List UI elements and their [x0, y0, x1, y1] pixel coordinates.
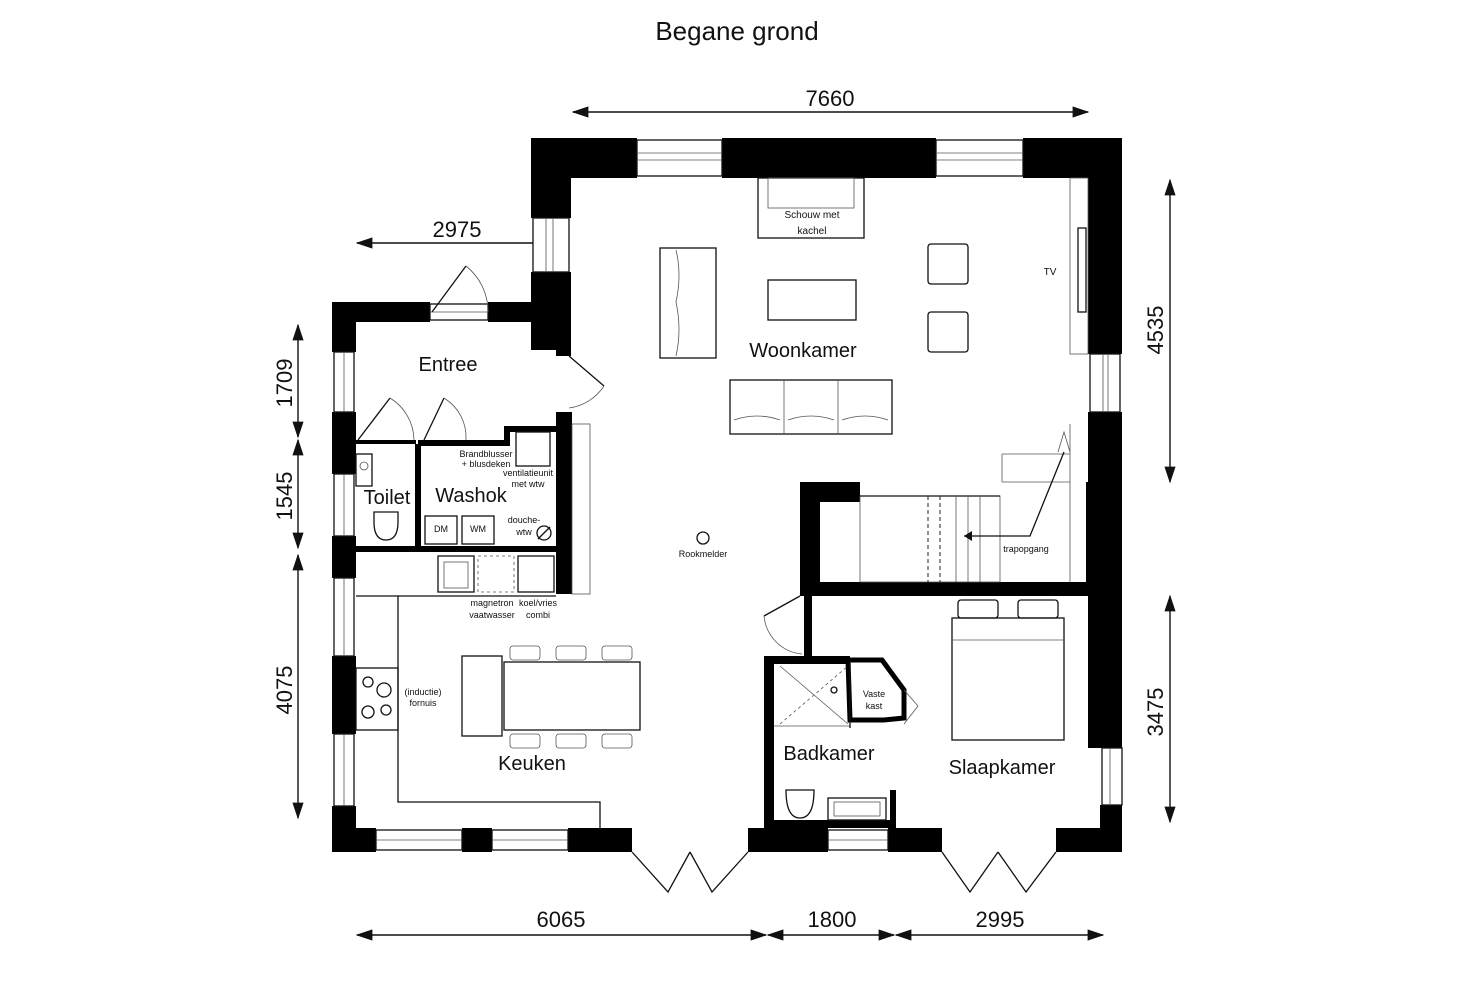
woonkamer-furniture [659, 177, 1089, 545]
label-schouw-2: kachel [798, 226, 827, 237]
label-ventilatie-2: met wtw [511, 479, 545, 489]
dimension-lines [292, 106, 1176, 941]
label-koelvries-2: combi [526, 610, 550, 620]
label-wm: WM [470, 524, 486, 534]
room-woonkamer: Woonkamer [749, 340, 857, 362]
label-magnetron: magnetron [470, 598, 513, 608]
dim-top-left: 2975 [433, 217, 482, 242]
label-brandblusser-2: + blusdeken [462, 459, 511, 469]
dim-left-1: 1709 [272, 359, 297, 408]
label-inductie-1: (inductie) [404, 687, 441, 697]
plan-title: Begane grond [655, 16, 818, 46]
room-toilet: Toilet [364, 487, 411, 509]
room-entree: Entree [419, 354, 478, 376]
label-tv: TV [1044, 267, 1057, 278]
label-inductie-2: fornuis [409, 698, 437, 708]
toilet-fixtures [355, 453, 399, 541]
room-keuken: Keuken [498, 753, 566, 775]
room-washok: Washok [435, 485, 508, 507]
dim-right-top: 4535 [1143, 306, 1168, 355]
label-dm: DM [434, 524, 448, 534]
room-badkamer: Badkamer [783, 743, 874, 765]
dim-left-2: 1545 [272, 472, 297, 521]
outer-walls [332, 138, 1122, 852]
label-ventilatie-1: ventilatieunit [503, 468, 554, 478]
label-koelvries-1: koel/vries [519, 598, 558, 608]
label-vaste-kast-2: kast [866, 701, 883, 711]
keuken-fixtures [355, 423, 641, 828]
dim-top: 7660 [806, 86, 855, 111]
dim-bottom-3: 2995 [976, 907, 1025, 932]
dim-right-bottom: 3475 [1143, 688, 1168, 737]
entrance-door [431, 265, 489, 313]
dim-left-3: 4075 [272, 666, 297, 715]
washok-fixtures [424, 431, 552, 545]
dim-bottom-1: 6065 [537, 907, 586, 932]
label-vaste-kast-1: Vaste [863, 689, 885, 699]
badkamer-fixtures [779, 665, 887, 821]
label-vaatwasser: vaatwasser [469, 610, 515, 620]
interior-walls [356, 350, 1100, 828]
slaapkamer-bed [951, 599, 1065, 741]
dim-bottom-2: 1800 [808, 907, 857, 932]
room-slaapkamer: Slaapkamer [949, 757, 1056, 779]
label-schouw-1: Schouw met [784, 210, 839, 221]
stairs [859, 424, 1071, 583]
label-rookmelder: Rookmelder [679, 549, 728, 559]
windows [333, 139, 1123, 851]
label-trapopgang: trapopgang [1003, 544, 1049, 554]
interior-doors [357, 355, 1057, 894]
label-brandblusser-1: Brandblusser [459, 449, 512, 459]
label-douche-wtw-2: wtw [515, 527, 532, 537]
label-douche-wtw-1: douche- [508, 515, 541, 525]
